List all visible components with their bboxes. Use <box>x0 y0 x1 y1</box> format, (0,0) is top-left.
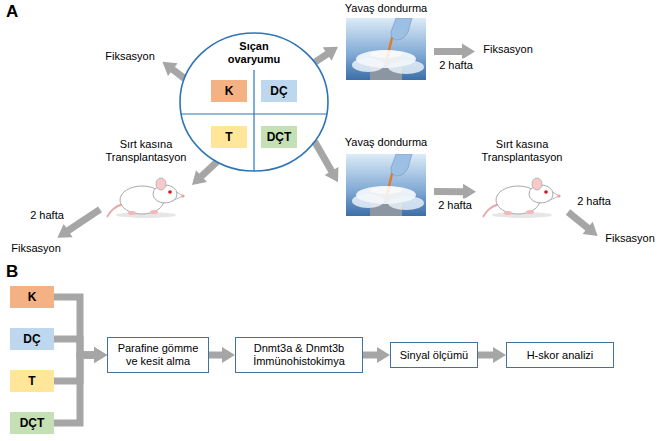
arrow-shaft <box>434 188 466 195</box>
node-text: T <box>28 375 35 388</box>
transplant-step: Sırt kasına Transplantasyon <box>476 138 568 222</box>
node-text: Fiksasyon <box>105 50 155 63</box>
fixation-step: Fiksasyon <box>478 41 538 57</box>
group-box: DÇ <box>10 328 54 350</box>
freezing-step: Yavaş dondurma <box>338 2 434 82</box>
arrow-head <box>94 347 107 363</box>
process-box: Dnmt3a & Dnmt3b İmmünohistokimya <box>235 337 363 373</box>
transplant-step: Sırt kasına Transplantasyon <box>100 138 192 222</box>
process-arrow <box>315 142 339 183</box>
arrow-shaft <box>54 355 97 423</box>
panel-label: A <box>6 2 18 21</box>
group-box: K <box>10 286 54 308</box>
node-text: Sinyal ölçümü <box>400 349 468 362</box>
process-arrow <box>162 62 184 79</box>
node-text: Yavaş dondurma <box>345 2 427 15</box>
node-text: Sıçan ovaryumu <box>217 40 291 66</box>
node-text: Fiksasyon <box>11 242 61 255</box>
duration-label: 2 hafta <box>28 208 66 221</box>
process-arrow <box>363 347 390 363</box>
arrow-head <box>57 224 72 238</box>
process-arrow <box>54 347 107 423</box>
arrow-head <box>162 62 177 76</box>
process-arrow <box>568 212 598 236</box>
arrow-head <box>222 347 235 363</box>
rat-figure <box>107 178 185 218</box>
node-text: Yavaş dondurma <box>345 136 427 149</box>
arrow-head <box>583 222 598 236</box>
arrow-head <box>94 347 107 363</box>
arrow-head <box>377 347 390 363</box>
process-box: H-skor analizi <box>506 342 614 368</box>
process-arrow <box>478 347 506 363</box>
group-box: T <box>10 370 54 392</box>
group-box: DÇT <box>261 126 297 148</box>
process-arrow <box>315 47 338 63</box>
arrow-head <box>493 347 506 363</box>
group-box: DÇT <box>10 412 54 434</box>
node-text: Sırt kasına Transplantasyon <box>100 138 192 164</box>
arrow-head <box>325 167 339 182</box>
panel-label: B <box>6 262 18 281</box>
node-text: Fiksasyon <box>605 232 655 245</box>
node-text: Parafine gömme ve kesit alma <box>111 342 205 368</box>
process-arrow <box>209 347 235 363</box>
node-text: DÇ <box>23 333 40 346</box>
arrow-head <box>192 170 207 185</box>
node-text: Sırt kasına Transplantasyon <box>476 138 568 164</box>
group-box: K <box>211 80 247 102</box>
node-text: H-skor analizi <box>527 349 594 362</box>
node-text: Dnmt3a & Dnmt3b İmmünohistokimya <box>239 342 359 368</box>
node-text: T <box>225 131 232 144</box>
duration-label: 2 hafta <box>436 198 474 211</box>
arrow-shaft <box>315 142 333 174</box>
process-arrow <box>192 162 217 185</box>
ovary-ellipse: Sıçan ovaryumuKDÇTDÇT <box>179 32 329 172</box>
arrow-head <box>323 47 338 61</box>
fixation-step: Fiksasyon <box>100 48 160 64</box>
freezing-step: Yavaş dondurma <box>338 136 434 220</box>
arrow-shaft <box>54 297 97 355</box>
freezing-photo <box>346 154 426 216</box>
group-box: T <box>211 126 247 148</box>
arrow-shaft <box>66 209 100 232</box>
duration-label: 2 hafta <box>575 194 613 207</box>
ovary-outline <box>180 33 328 171</box>
node-text: Fiksasyon <box>483 43 533 56</box>
node-text: K <box>28 291 37 304</box>
arrow-head <box>94 347 107 363</box>
quadrant-line <box>253 70 254 171</box>
duration-label: 2 hafta <box>437 58 475 71</box>
freezing-photo <box>346 18 426 80</box>
arrow-shaft <box>199 162 217 178</box>
process-box: Parafine gömme ve kesit alma <box>107 337 209 373</box>
arrow-head <box>94 347 107 363</box>
arrow-shaft <box>54 355 97 381</box>
arrow-shaft <box>434 48 465 55</box>
fixation-step: Fiksasyon <box>6 240 66 256</box>
node-text: DÇ <box>270 85 287 98</box>
arrow-shaft <box>568 212 590 230</box>
node-text: K <box>225 85 234 98</box>
process-box: Sinyal ölçümü <box>390 342 478 368</box>
node-text: DÇT <box>267 131 292 144</box>
group-box: DÇ <box>261 80 297 102</box>
fixation-step: Fiksasyon <box>600 230 660 246</box>
node-text: DÇT <box>20 417 45 430</box>
rat-figure <box>483 178 561 218</box>
